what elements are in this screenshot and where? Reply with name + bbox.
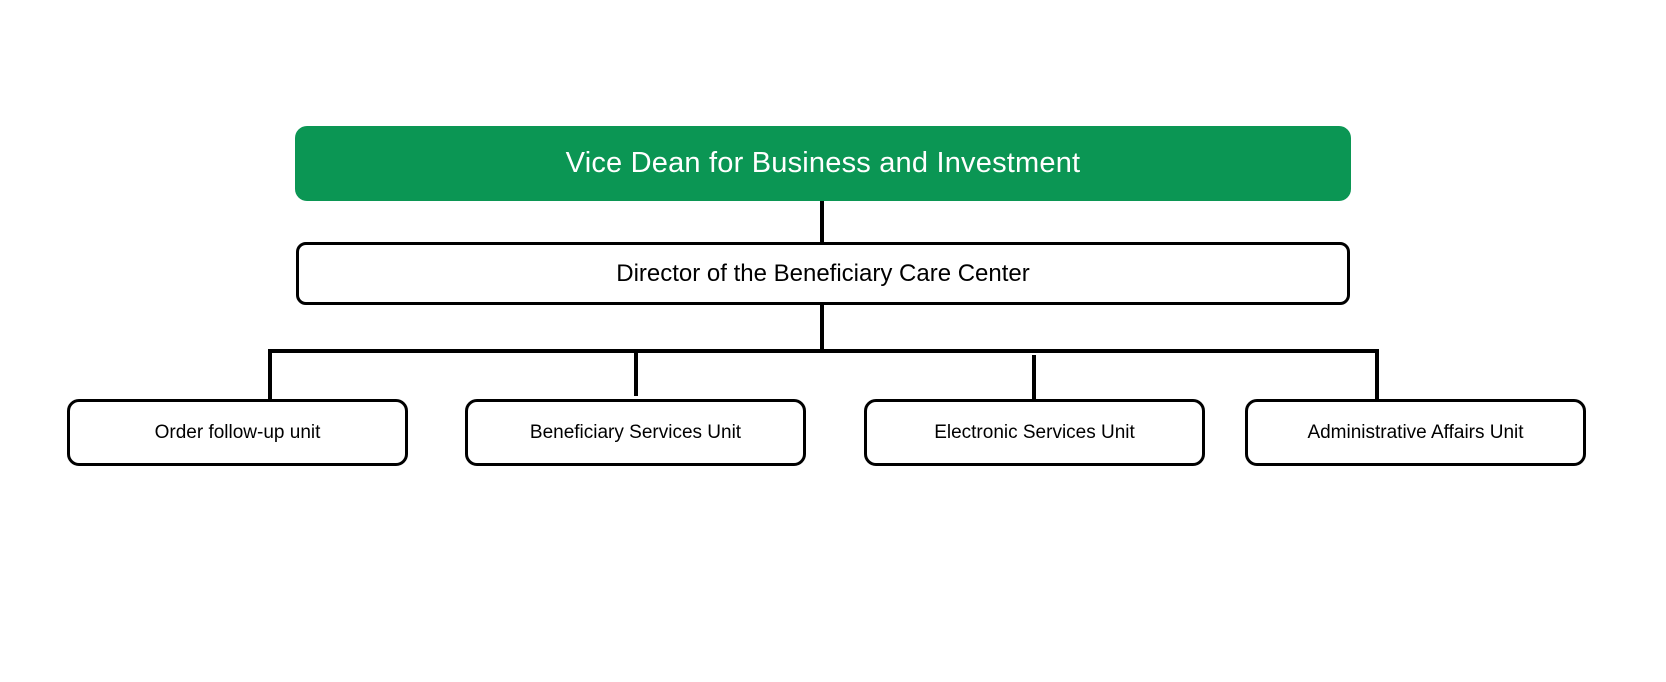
- unit-label: Administrative Affairs Unit: [1307, 421, 1524, 443]
- order-follow-up-unit-node: Order follow-up unit: [67, 399, 408, 466]
- connector-horizontal-bar: [268, 349, 1379, 353]
- connector-director-to-bar: [820, 305, 824, 351]
- electronic-services-unit-node: Electronic Services Unit: [864, 399, 1205, 466]
- connector-unit-2: [634, 351, 638, 396]
- vice-dean-label: Vice Dean for Business and Investment: [565, 147, 1081, 179]
- connector-unit-3: [1032, 355, 1036, 399]
- connector-unit-1: [268, 351, 272, 399]
- vice-dean-node: Vice Dean for Business and Investment: [295, 126, 1351, 201]
- connector-top-to-director: [820, 201, 824, 242]
- unit-label: Order follow-up unit: [154, 421, 321, 443]
- director-node: Director of the Beneficiary Care Center: [296, 242, 1350, 305]
- beneficiary-services-unit-node: Beneficiary Services Unit: [465, 399, 806, 466]
- unit-label: Beneficiary Services Unit: [529, 421, 742, 443]
- director-label: Director of the Beneficiary Care Center: [616, 259, 1030, 287]
- administrative-affairs-unit-node: Administrative Affairs Unit: [1245, 399, 1586, 466]
- connector-unit-4: [1375, 351, 1379, 399]
- unit-label: Electronic Services Unit: [934, 421, 1135, 443]
